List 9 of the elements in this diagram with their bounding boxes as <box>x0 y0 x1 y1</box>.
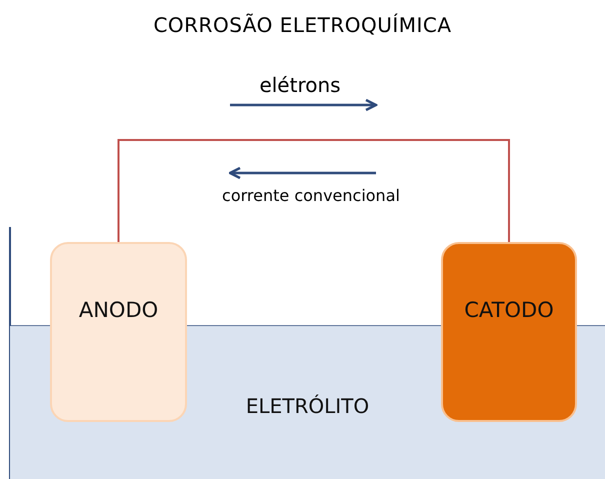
node-label: ANODO <box>78 298 158 322</box>
cathode-block <box>441 242 577 422</box>
wire <box>118 139 510 242</box>
arrow-label: elétrons <box>259 73 341 97</box>
node-label: CATODO <box>464 298 554 322</box>
node-label: ELETRÓLITO <box>246 394 370 418</box>
title: CORROSÃO ELETROQUÍMICA <box>152 13 453 37</box>
arrow-label: corrente convencional <box>222 186 400 205</box>
anode-block <box>50 242 187 422</box>
